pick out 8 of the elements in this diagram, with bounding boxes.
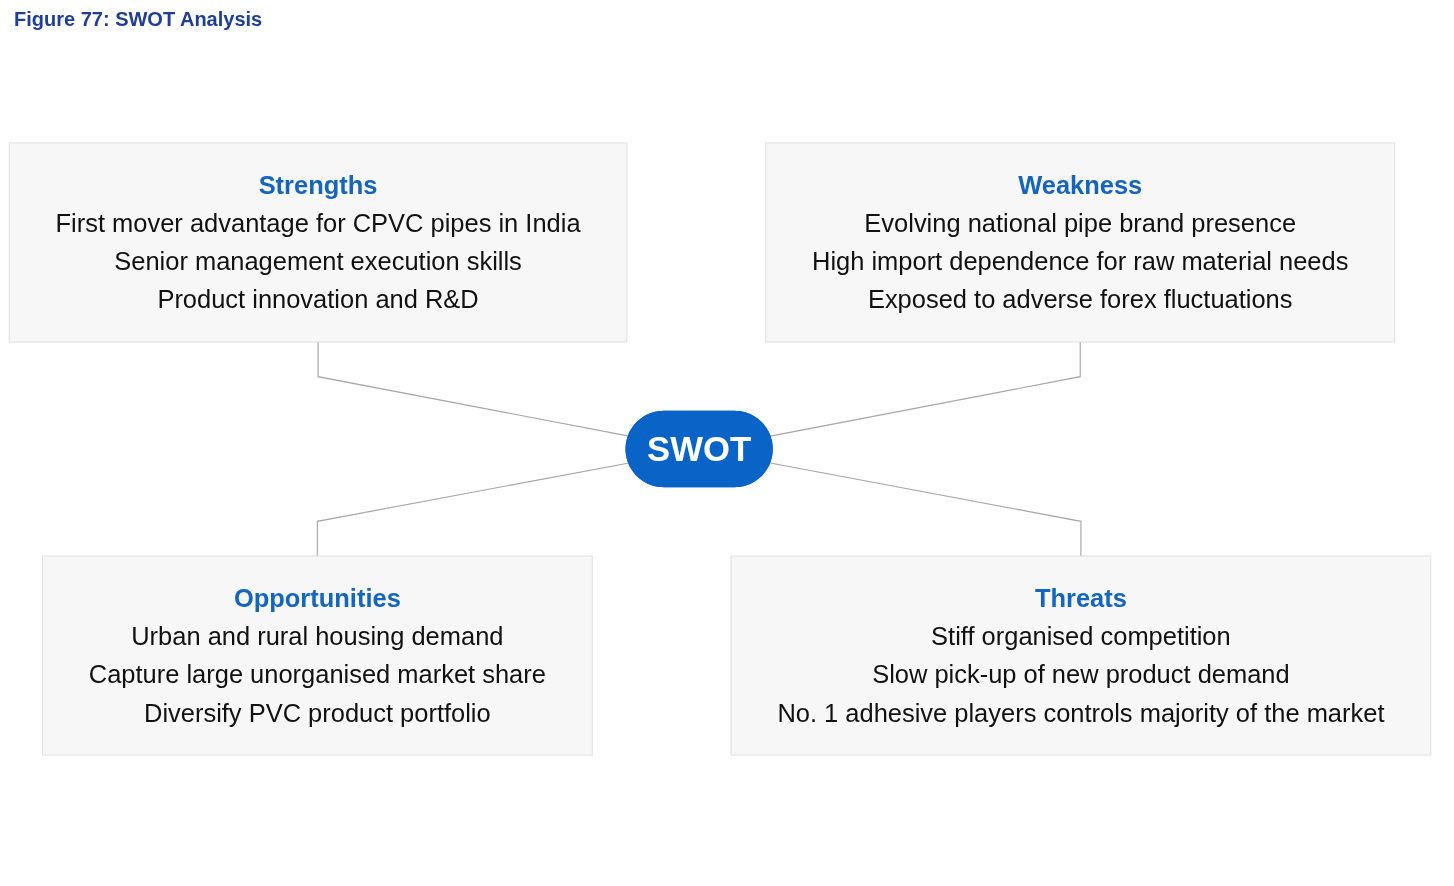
connector [769,462,1082,557]
node-box: Strengths First mover advantage for CPVC pipes in India Senior management execution skills Product innovation and R&D [8,142,628,343]
node-box: Threats Stiff organised competition Slow pick-up of new product demand No. 1 adhesive players controls majority of the market [730,555,1432,756]
connector [316,462,630,557]
figure-title: Figure 77: SWOT Analysis [13,7,264,32]
node-box: Weakness Evolving national pipe brand presence High import dependence for raw material needs Exposed to adverse forex fluctuations [765,142,1396,343]
node-box: Opportunities Urban and rural housing demand Capture large unorganised market share Diversify PVC product portfolio [41,555,593,756]
connector [769,341,1081,437]
